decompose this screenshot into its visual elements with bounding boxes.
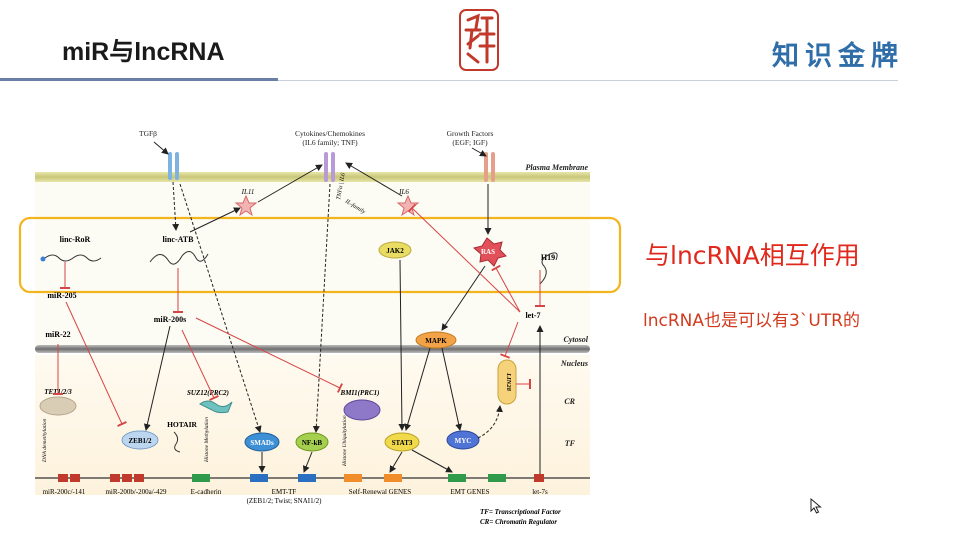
- node-mapk-shape: [415, 331, 457, 349]
- cytosol-area: [35, 180, 590, 348]
- brand-logo-text: 知识金牌: [772, 41, 904, 72]
- linc-ror-strand: [44, 254, 102, 262]
- gene-label-mir200c: miR-200c/-141: [43, 488, 86, 496]
- node-linc-atb: linc-ATB: [163, 235, 195, 244]
- label-plasma-membrane: Plasma Membrane: [526, 163, 589, 172]
- node-bmi1: BMI1(PRC1): [340, 389, 380, 397]
- node-jak2: JAK2: [386, 247, 404, 255]
- mouse-pointer-icon: [810, 498, 822, 514]
- gene-label-emt-tf: EMT-TF: [272, 488, 297, 496]
- node-mapk: MAPK: [425, 337, 447, 345]
- gene-label-let7s: let-7s: [532, 488, 548, 496]
- hotair-strand: [173, 431, 181, 453]
- node-hotair: HOTAIR: [167, 420, 197, 429]
- inhibition-lines: [53, 203, 545, 427]
- label-tnf-path: TNFα | IL6: [336, 173, 347, 201]
- node-mir200s: miR-200s: [154, 315, 186, 324]
- node-stat3: STAT3: [392, 439, 413, 447]
- gene-label-emt-genes: EMT GENES: [451, 488, 490, 496]
- gene-label-emt-tf-sub: (ZEB1/2; Twist; SNAI1/2): [247, 497, 322, 505]
- label-histone-methylation: Histone Methylation: [204, 417, 210, 463]
- note-interaction: 与lncRNA相互作用: [645, 241, 860, 270]
- label-tf: TF: [565, 439, 576, 448]
- note-utr: lncRNA也是可以有3`UTR的: [643, 311, 860, 331]
- node-linc-ror: linc-RoR: [60, 235, 91, 244]
- gene-label-mir200b: miR-200b/-200a/-429: [105, 488, 167, 496]
- header-divider: [278, 80, 898, 81]
- label-cytosol: Cytosol: [564, 335, 589, 344]
- signal-growth-factors: Growth Factors: [447, 129, 494, 138]
- node-myc-shape: [446, 430, 480, 450]
- node-zeb12-shape: [121, 430, 159, 450]
- label-histone-ubiquitylation: Histone Ubiquitylation: [342, 415, 348, 467]
- signal-growth-factors-sub: (EGF; IGF): [452, 138, 488, 147]
- node-stat3-shape: [384, 432, 420, 452]
- title-underline: [0, 78, 278, 81]
- growth-factor-receptor: [484, 152, 495, 182]
- label-dna-demethylation: DNA demethylation: [42, 418, 48, 463]
- node-lin28: LIN28: [505, 372, 512, 391]
- label-il6: IL6: [398, 188, 409, 196]
- il11-star: [234, 194, 258, 217]
- node-h19: H19: [541, 253, 555, 262]
- cytokine-receptor: [324, 152, 335, 182]
- red-seal-icon: [459, 9, 499, 71]
- h19-strand: [539, 252, 558, 285]
- label-nucleus: Nucleus: [560, 359, 588, 368]
- node-let7: let-7: [525, 311, 540, 320]
- legend-cr: CR= Chromatin Regulator: [480, 518, 557, 526]
- label-cr: CR: [564, 397, 575, 406]
- node-tet-shape: [39, 396, 77, 416]
- activation-arrows: [143, 181, 544, 474]
- gene-label-ecadherin: E-cadherin: [191, 488, 222, 496]
- tgfb-receptor: [168, 152, 179, 180]
- node-mir205: miR-205: [47, 291, 76, 300]
- highlight-box-lncrna: [18, 216, 622, 294]
- slide-title: miR与lncRNA: [62, 38, 225, 66]
- label-il11: IL11: [241, 188, 255, 196]
- legend-tf: TF= Transcriptional Factor: [480, 508, 561, 516]
- node-suz12: SUZ12(PRC2): [187, 389, 229, 397]
- bmi1-shape: [343, 399, 381, 421]
- node-ras: RAS: [481, 248, 495, 256]
- node-mir22: miR-22: [45, 330, 70, 339]
- signal-cytokines: Cytokines/Chemokines: [295, 129, 365, 138]
- nuclear-envelope: [35, 345, 590, 353]
- node-myc: MYC: [455, 437, 472, 445]
- signal-cytokines-sub: (IL6 family; TNF): [302, 138, 358, 147]
- node-jak2-shape: [378, 241, 412, 259]
- node-nfkb: NF-kB: [302, 439, 323, 447]
- signal-tgfb: TGFβ: [139, 129, 157, 138]
- plasma-membrane: [35, 172, 590, 182]
- gene-blocks: [58, 474, 544, 482]
- node-smads-shape: [244, 432, 280, 452]
- node-zeb12: ZEB1/2: [129, 437, 152, 445]
- node-nfkb-shape: [295, 432, 329, 452]
- lin28-shape: [497, 359, 517, 405]
- gene-label-self-renewal: Self-Renewal GENES: [349, 488, 412, 496]
- node-smads: SMADs: [250, 439, 274, 447]
- suz12-shape: [199, 400, 233, 414]
- linc-atb-strand: [149, 251, 209, 265]
